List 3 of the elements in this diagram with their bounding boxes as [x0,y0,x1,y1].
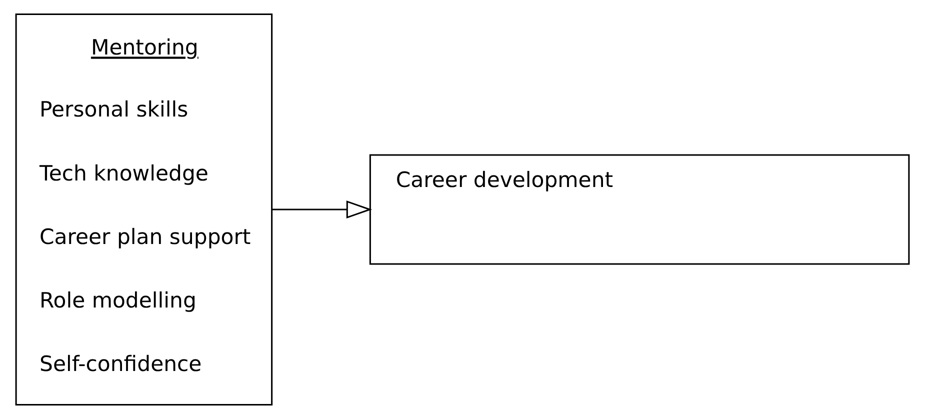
node-box: Mentoring Personal skills Tech knowledge Career plan support Role modelling Self-confidence [15,14,273,406]
node-box: Career development [369,154,910,265]
arrow [272,200,372,219]
